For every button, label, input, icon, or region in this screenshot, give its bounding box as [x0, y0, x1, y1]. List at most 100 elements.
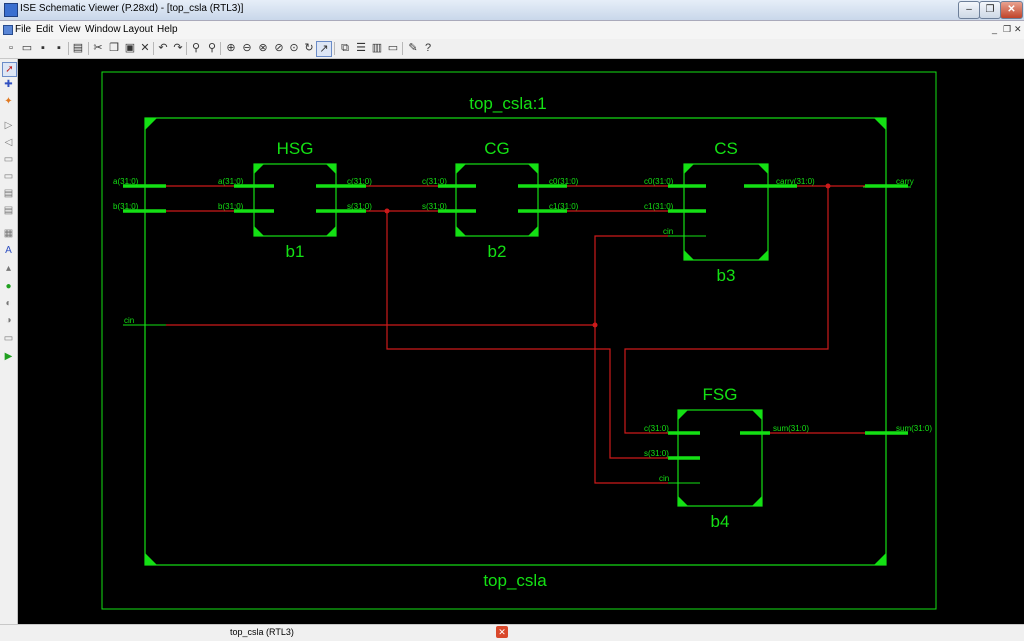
port-carry-label: carry	[896, 177, 914, 186]
help-icon[interactable]: ?	[424, 42, 432, 54]
document-icon	[3, 25, 13, 35]
tile-horizontal-icon[interactable]: ☰	[356, 42, 366, 54]
fsg-type: FSG	[703, 385, 738, 404]
cg-pin-c1: c1(31:0)	[549, 202, 579, 211]
back-icon[interactable]: ◁	[4, 137, 13, 148]
find-icon[interactable]: ⚲	[191, 42, 201, 54]
redo-icon[interactable]: ↷	[173, 42, 183, 54]
menu-bar: File Edit View Window Layout Help _ ❐ ✕	[0, 21, 1024, 39]
app-icon	[4, 3, 18, 17]
block-cs: CS b3 c0(31:0) c1(31:0) cin carry(31:0)	[644, 139, 815, 285]
hsg-pin-a: a(31:0)	[218, 177, 244, 186]
save-all-icon[interactable]: ▪	[57, 42, 61, 54]
run-icon[interactable]: ▶	[4, 351, 13, 362]
hsg-instance: b1	[286, 242, 305, 261]
main-toolbar: ▫ ▭ ▪ ▪ ▤ ✂ ❐ ▣ ✕ ↶ ↷ ⚲ ⚲ ⊕ ⊖ ⊗ ⊘ ⊙ ↻ ↗ …	[0, 39, 1024, 59]
cs-pin-c0: c0(31:0)	[644, 177, 674, 186]
restore-button[interactable]: ❐	[979, 1, 1001, 19]
collapse-icon[interactable]: ▭	[3, 171, 14, 182]
left-toolbar: ➚ ✚ ✦ ▷ ◁ ▭ ▭ ▤ ▤ ▦ A ▴ ● ◐ ◑ ▭ ▶	[0, 59, 18, 624]
cs-pin-c1: c1(31:0)	[644, 202, 674, 211]
cg-pin-c: c(31:0)	[422, 177, 447, 186]
select-tool-icon[interactable]: ↗	[316, 41, 332, 57]
title-bar: ISE Schematic Viewer (P.28xd) - [top_csl…	[0, 0, 1024, 21]
junction-cin	[592, 322, 598, 328]
close-button[interactable]: ✕	[1000, 1, 1023, 19]
window-title: ISE Schematic Viewer (P.28xd) - [top_csl…	[20, 3, 244, 14]
hierarchy-icon[interactable]: ▤	[3, 188, 14, 199]
mdi-close-button[interactable]: ✕	[1014, 24, 1022, 34]
cut-icon[interactable]: ✂	[93, 42, 103, 54]
fsg-instance: b4	[711, 512, 730, 531]
document-tab-bar: top_csla (RTL3) ✕	[0, 624, 1024, 641]
hsg-pin-s: s(31:0)	[347, 202, 372, 211]
open-icon[interactable]: ▭	[21, 42, 33, 54]
fsg-pin-c: c(31:0)	[644, 424, 669, 433]
undo-icon[interactable]: ↶	[158, 42, 168, 54]
zoom-select-icon[interactable]: ⊙	[289, 42, 299, 54]
zoom-in-icon[interactable]: ⊕	[226, 42, 236, 54]
module-name: top_csla	[483, 571, 547, 590]
clipboard-icon[interactable]: ▭	[3, 333, 14, 344]
cascade-icon[interactable]: ⧉	[341, 42, 349, 54]
history-icon[interactable]: ◑	[5, 315, 12, 326]
cs-type: CS	[714, 139, 738, 158]
previous-icon[interactable]: ◐	[5, 298, 12, 309]
delete-icon[interactable]: ✕	[140, 42, 150, 54]
junction-carry	[825, 183, 831, 189]
wires	[166, 185, 865, 484]
block-fsg: FSG b4 c(31:0) s(31:0) cin sum(31:0)	[644, 385, 809, 531]
cs-pin-cin: cin	[663, 227, 673, 236]
cg-pin-s: s(31:0)	[422, 202, 447, 211]
zoom-area-icon[interactable]: ⊘	[274, 42, 284, 54]
cg-type: CG	[484, 139, 510, 158]
menu-window[interactable]: Window	[85, 24, 121, 35]
schematic-canvas[interactable]: top_csla:1 top_csla	[18, 59, 1024, 624]
pin-icon[interactable]: ▴	[5, 263, 12, 274]
expand-icon[interactable]: ▭	[3, 154, 14, 165]
add-icon[interactable]: ✚	[4, 79, 13, 90]
menu-file[interactable]: File	[15, 24, 32, 35]
list-icon[interactable]: ▤	[3, 205, 14, 216]
menu-layout[interactable]: Layout	[123, 24, 154, 35]
print-icon[interactable]: ▤	[72, 42, 84, 54]
menu-edit[interactable]: Edit	[36, 24, 54, 35]
minimize-button[interactable]: –	[958, 1, 980, 19]
note-icon[interactable]: ▦	[3, 228, 14, 239]
menu-help[interactable]: Help	[157, 24, 178, 35]
pointer-icon[interactable]: ➚	[2, 62, 17, 77]
port-b-label: b(31:0)	[113, 202, 139, 211]
forward-icon[interactable]: ▷	[4, 120, 13, 131]
schematic-drawing: top_csla:1 top_csla	[101, 71, 937, 610]
module-boundary	[144, 117, 887, 566]
module-title: top_csla:1	[469, 94, 547, 113]
text-icon[interactable]: A	[5, 245, 12, 256]
menu-view[interactable]: View	[59, 24, 81, 35]
mdi-minimize-button[interactable]: _	[992, 24, 998, 34]
save-icon[interactable]: ▪	[41, 42, 45, 54]
find-next-icon[interactable]: ⚲	[207, 42, 217, 54]
port-sum-label: sum(31:0)	[896, 424, 932, 433]
settings-icon[interactable]: ✎	[408, 42, 418, 54]
hsg-pin-b: b(31:0)	[218, 202, 244, 211]
fsg-pin-s: s(31:0)	[644, 449, 669, 458]
fsg-pin-cin: cin	[659, 474, 669, 483]
new-icon[interactable]: ▫	[9, 42, 13, 54]
mdi-restore-button[interactable]: ❐	[1003, 24, 1012, 34]
zoom-out-icon[interactable]: ⊖	[242, 42, 252, 54]
document-tab[interactable]: top_csla (RTL3)	[230, 627, 294, 637]
next-icon[interactable]: ●	[5, 281, 12, 292]
fsg-pin-sum: sum(31:0)	[773, 424, 809, 433]
refresh-icon[interactable]: ↻	[304, 42, 314, 54]
zoom-full-icon[interactable]: ⊗	[258, 42, 268, 54]
paste-icon[interactable]: ▣	[124, 42, 136, 54]
port-buses	[123, 184, 908, 435]
close-tab-icon[interactable]: ✕	[496, 626, 508, 638]
sheet-border	[101, 71, 937, 610]
window-icon[interactable]: ▭	[387, 42, 399, 54]
block-cg: CG b2 c(31:0) s(31:0) c0(31:0) c1(31:0)	[422, 139, 579, 261]
tile-vertical-icon[interactable]: ▥	[371, 42, 383, 54]
copy-icon[interactable]: ❐	[109, 42, 119, 54]
cg-instance: b2	[488, 242, 507, 261]
pan-icon[interactable]: ✦	[4, 96, 13, 107]
